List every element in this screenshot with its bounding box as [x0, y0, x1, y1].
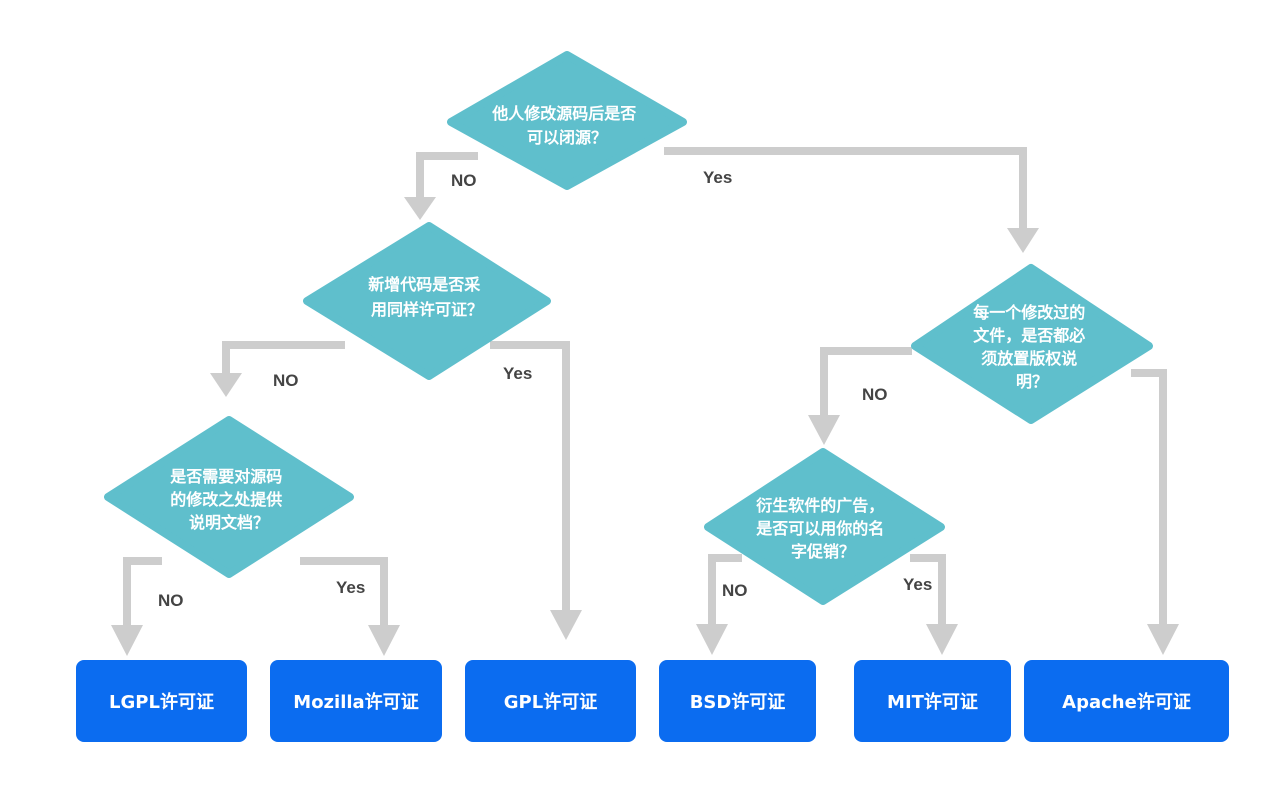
arrow-q1-yes [664, 147, 1027, 232]
edge-labels: NO Yes NO Yes NO Yes NO NO Yes [158, 168, 932, 610]
license-gpl: GPL许可证 [465, 660, 636, 742]
arrowhead-q1-no [404, 197, 436, 220]
license-bsd: BSD许可证 [659, 660, 816, 742]
arrow-q4-no [820, 347, 912, 418]
arrow-q3-no [123, 557, 162, 628]
arrow-q1-no [416, 152, 478, 200]
decision-q2: 新增代码是否采 用同样许可证？ [303, 222, 551, 380]
edge-label-q1-yes: Yes [703, 168, 732, 187]
decision-q1: 他人修改源码后是否 可以闭源？ [447, 51, 687, 190]
arrowhead-q4-yes [1147, 624, 1179, 655]
arrowhead-q5-yes [926, 624, 958, 655]
decision-line: 衍生软件的广告， [755, 496, 884, 515]
license-lgpl: LGPL许可证 [76, 660, 247, 742]
arrow-q4-yes [1131, 369, 1167, 627]
license-label: MIT许可证 [887, 692, 978, 713]
edge-label-q5-no: NO [722, 581, 748, 600]
license-mit: MIT许可证 [854, 660, 1011, 742]
license-label: GPL许可证 [503, 692, 598, 713]
decision-line: 用同样许可证？ [371, 300, 483, 319]
decision-diamond [303, 222, 551, 380]
edge-label-q4-no: NO [862, 385, 888, 404]
decision-q3: 是否需要对源码 的修改之处提供 说明文档？ [104, 416, 354, 578]
arrow-q5-yes [910, 554, 946, 627]
decision-line: 明？ [1016, 372, 1048, 391]
license-label: LGPL许可证 [109, 692, 214, 713]
edge-label-q3-yes: Yes [336, 578, 365, 597]
decision-line: 说明文档？ [189, 513, 269, 532]
decision-diamond [704, 448, 945, 605]
license-label: BSD许可证 [689, 692, 786, 713]
decision-text: 他人修改源码后是否 可以闭源？ [491, 104, 642, 147]
edge-label-q1-no: NO [451, 171, 477, 190]
decision-line: 文件，是否都必 [973, 326, 1085, 345]
decision-q4: 每一个修改过的 文件，是否都必 须放置版权说 明？ [911, 264, 1153, 424]
decision-line: 须放置版权说 [981, 349, 1077, 368]
arrowhead-q2-no [210, 373, 242, 397]
decision-text: 是否需要对源码 的修改之处提供 说明文档？ [169, 467, 288, 532]
edge-label-q3-no: NO [158, 591, 184, 610]
decision-line: 是否需要对源码 [169, 467, 282, 486]
edge-label-q2-no: NO [273, 371, 299, 390]
decision-line: 是否可以用你的名 [755, 519, 884, 538]
decision-line: 他人修改源码后是否 [491, 104, 636, 123]
license-label: Apache许可证 [1062, 692, 1191, 713]
decision-line: 新增代码是否采 [368, 275, 480, 294]
arrow-q3-yes [300, 557, 388, 628]
connectors [123, 147, 1167, 628]
decision-text: 每一个修改过的 文件，是否都必 须放置版权说 明？ [973, 303, 1091, 391]
decision-q5: 衍生软件的广告， 是否可以用你的名 字促销？ [704, 448, 945, 605]
arrowhead-q4-no [808, 415, 840, 445]
decision-text: 新增代码是否采 用同样许可证？ [368, 275, 486, 319]
edge-label-q2-yes: Yes [503, 364, 532, 383]
license-apache: Apache许可证 [1024, 660, 1229, 742]
decision-diamond [104, 416, 354, 578]
arrowhead-q5-no [696, 624, 728, 655]
arrowheads [111, 197, 1179, 656]
decision-diamond [911, 264, 1153, 424]
decision-line: 每一个修改过的 [973, 303, 1085, 322]
license-label: Mozilla许可证 [293, 692, 419, 713]
arrow-q2-no [222, 341, 345, 375]
arrowhead-q3-yes [368, 625, 400, 656]
arrow-q2-yes [490, 341, 570, 613]
decision-text: 衍生软件的广告， 是否可以用你的名 字促销？ [755, 496, 890, 561]
decision-diamond [447, 51, 687, 190]
arrow-q5-no [708, 554, 742, 627]
decision-line: 字促销？ [791, 542, 855, 561]
arrowhead-q2-yes [550, 610, 582, 640]
license-mozilla: Mozilla许可证 [270, 660, 442, 742]
decision-line: 的修改之处提供 [170, 490, 282, 509]
arrowhead-q1-yes [1007, 228, 1039, 253]
arrowhead-q3-no [111, 625, 143, 656]
edge-label-q5-yes: Yes [903, 575, 932, 594]
decision-line: 可以闭源？ [527, 128, 607, 147]
